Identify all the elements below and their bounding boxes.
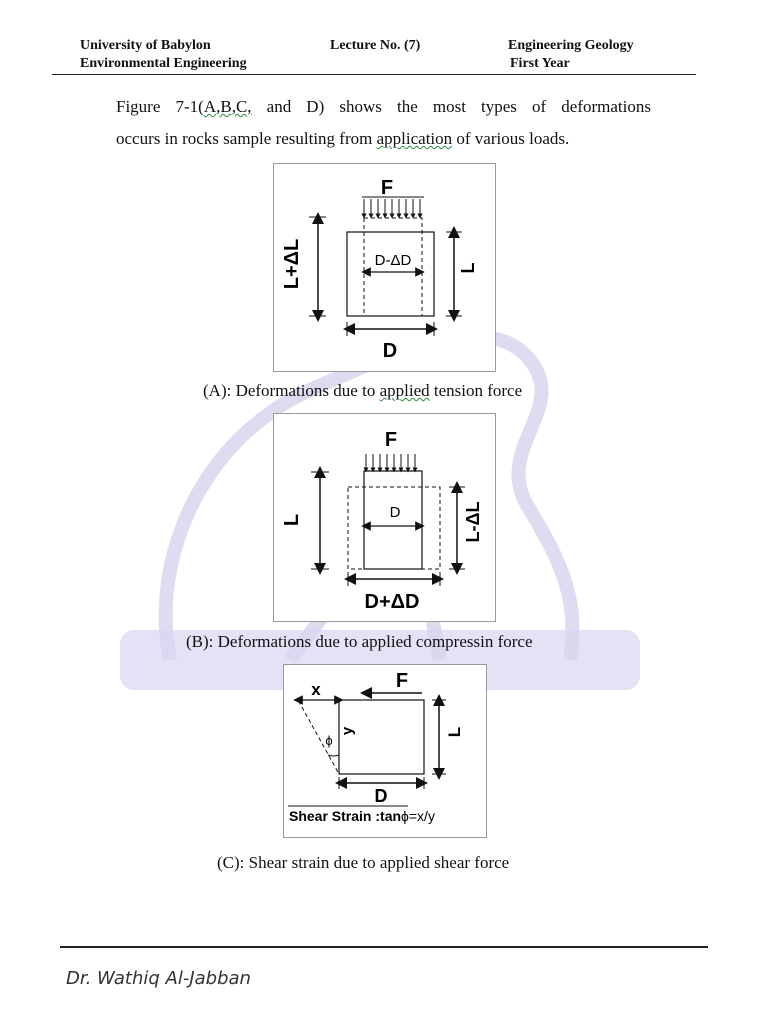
figure-a-length-extended-label: L+ΔL (281, 239, 303, 290)
figure-b-width-increased-label: D+ΔD (365, 591, 420, 613)
figure-b-length-reduced-label: L-ΔL (463, 502, 483, 543)
header-course: Engineering Geology First Year (508, 37, 634, 73)
caption-text: tension force (429, 381, 523, 400)
figure-a-length-label: L (458, 263, 478, 274)
formula-tan: tan (380, 808, 401, 824)
figure-c-shear: x F y ϕ L D Shear Strain :tanϕ=x/y (283, 664, 487, 838)
formula-label: Shear Strain : (289, 808, 380, 824)
intro-text: of various loads. (452, 129, 570, 148)
figure-a-tension: F L+ΔL D-ΔD L D (273, 163, 496, 372)
figure-a-width-reduced-label: D-ΔD (375, 252, 412, 269)
figure-c-displacement-label: x (311, 680, 321, 699)
figure-c-angle-label: ϕ (325, 733, 332, 748)
figure-b-force-label: F (385, 429, 397, 451)
intro-text: Figure 7-1( (116, 97, 204, 116)
intro-text: and D) shows the most types of deformati… (251, 97, 651, 116)
header-university-name: University of Babylon (80, 38, 211, 53)
figure-b-caption: (B): Deformations due to applied compres… (186, 632, 533, 651)
figure-b-width-label: D (390, 504, 401, 521)
intro-line-2: occurs in rocks sample resulting from ap… (116, 123, 651, 155)
intro-figure-ref: A,B,C, (203, 97, 252, 116)
header-rule (52, 74, 696, 75)
figure-c-formula: Shear Strain :tanϕ=x/y (289, 808, 435, 824)
intro-text: occurs in rocks sample resulting from (116, 129, 377, 148)
figure-a-caption: (A): Deformations due to applied tension… (203, 381, 522, 401)
intro-application-word: application (376, 129, 453, 148)
header-course-name: Engineering Geology (508, 38, 634, 53)
intro-line-1: Figure 7-1(A,B,C, and D) shows the most … (116, 91, 651, 123)
formula-expression: ϕ=x/y (401, 808, 435, 824)
header-lecture-number: Lecture No. (7) (330, 38, 421, 53)
figure-c-height-label: y (339, 726, 356, 735)
figure-c-width-label: D (375, 786, 388, 806)
header-year: First Year (510, 56, 570, 71)
figure-a-width-label: D (383, 340, 397, 362)
figure-c-length-label: L (445, 727, 464, 737)
figure-a-force-label: F (381, 177, 393, 199)
caption-text: (A): Deformations due to (203, 381, 380, 400)
footer-author: Dr. Wathiq Al-Jabban (66, 968, 251, 989)
header-department: Environmental Engineering (80, 56, 247, 71)
figure-b-length-label: L (281, 514, 303, 526)
header-university: University of Babylon Environmental Engi… (80, 37, 247, 73)
figure-c-force-label: F (396, 670, 408, 692)
caption-applied-word: applied (379, 381, 430, 400)
footer-rule (60, 946, 708, 948)
figure-b-compression: F L D L-ΔL D+ΔD (273, 413, 496, 622)
figure-c-caption: (C): Shear strain due to applied shear f… (217, 853, 510, 872)
